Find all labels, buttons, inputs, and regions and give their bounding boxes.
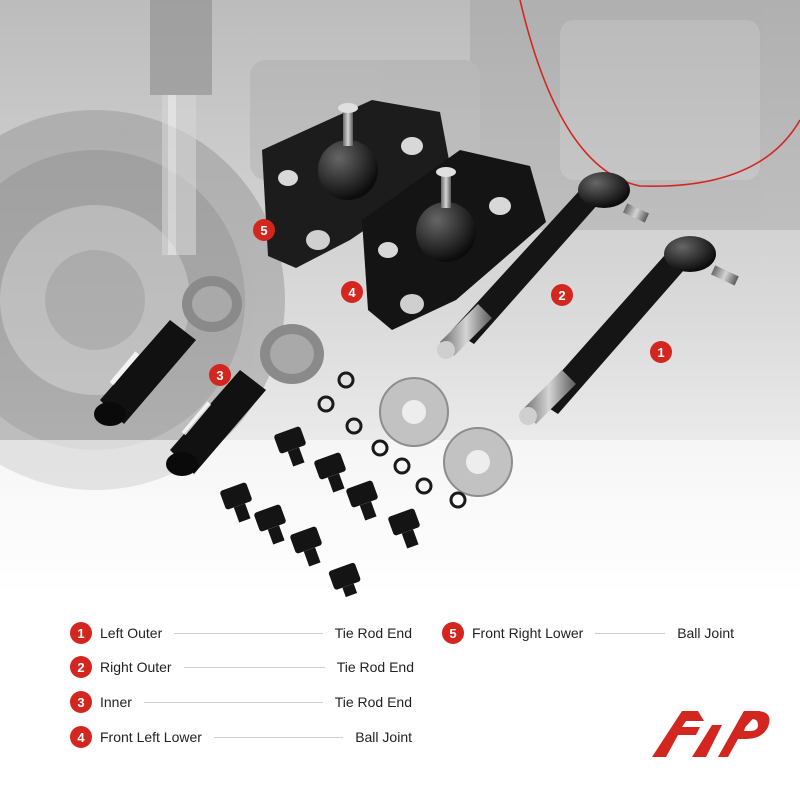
legend-part-name: Inner [100,694,132,710]
legend-divider [213,736,344,738]
legend-item-3: 3 Inner Tie Rod End [70,690,412,714]
inner-tie-rod-end-3b [166,324,324,476]
ap-brand-logo-icon [652,711,770,757]
legend-divider [143,701,323,703]
lock-washer-1 [379,377,449,447]
inner-tie-rod-end-3a [94,276,242,426]
ball-joint-5 [262,100,452,268]
callout-2: 2 [551,284,573,306]
tie-rod-end-2 [437,172,649,359]
legend-part-name: Right Outer [100,659,172,675]
legend-part-name: Front Right Lower [472,625,584,641]
legend-divider [595,632,666,634]
legend-item-1: 1 Left Outer Tie Rod End [70,621,412,645]
legend-number-badge: 4 [70,726,92,748]
legend-number-badge: 3 [70,691,92,713]
legend-part-type: Ball Joint [677,625,734,641]
callout-3: 3 [209,364,231,386]
parts-illustration [0,0,800,600]
legend-item-4: 4 Front Left Lower Ball Joint [70,725,412,749]
legend-part-name: Front Left Lower [100,729,202,745]
ball-joint-4 [362,150,546,330]
legend-number-badge: 1 [70,622,92,644]
callout-5: 5 [253,219,275,241]
legend-item-2: 2 Right Outer Tie Rod End [70,655,414,679]
split-lock-rings [317,371,467,509]
legend-part-type: Tie Rod End [334,625,412,641]
legend-part-type: Ball Joint [355,729,412,745]
lock-washer-2 [443,427,513,497]
legend-part-type: Tie Rod End [334,694,412,710]
background-red-line [519,0,800,187]
legend-item-5: 5 Front Right Lower Ball Joint [442,621,734,645]
legend-part-name: Left Outer [100,625,163,641]
legend-number-badge: 5 [442,622,464,644]
mounting-bolts [220,426,420,598]
callout-1: 1 [650,341,672,363]
legend-divider [174,632,323,634]
background-strut [150,0,212,255]
legend-divider [183,666,325,668]
callout-4: 4 [341,281,363,303]
legend-number-badge: 2 [70,656,92,678]
tie-rod-end-1 [519,236,739,425]
legend-part-type: Tie Rod End [336,659,414,675]
